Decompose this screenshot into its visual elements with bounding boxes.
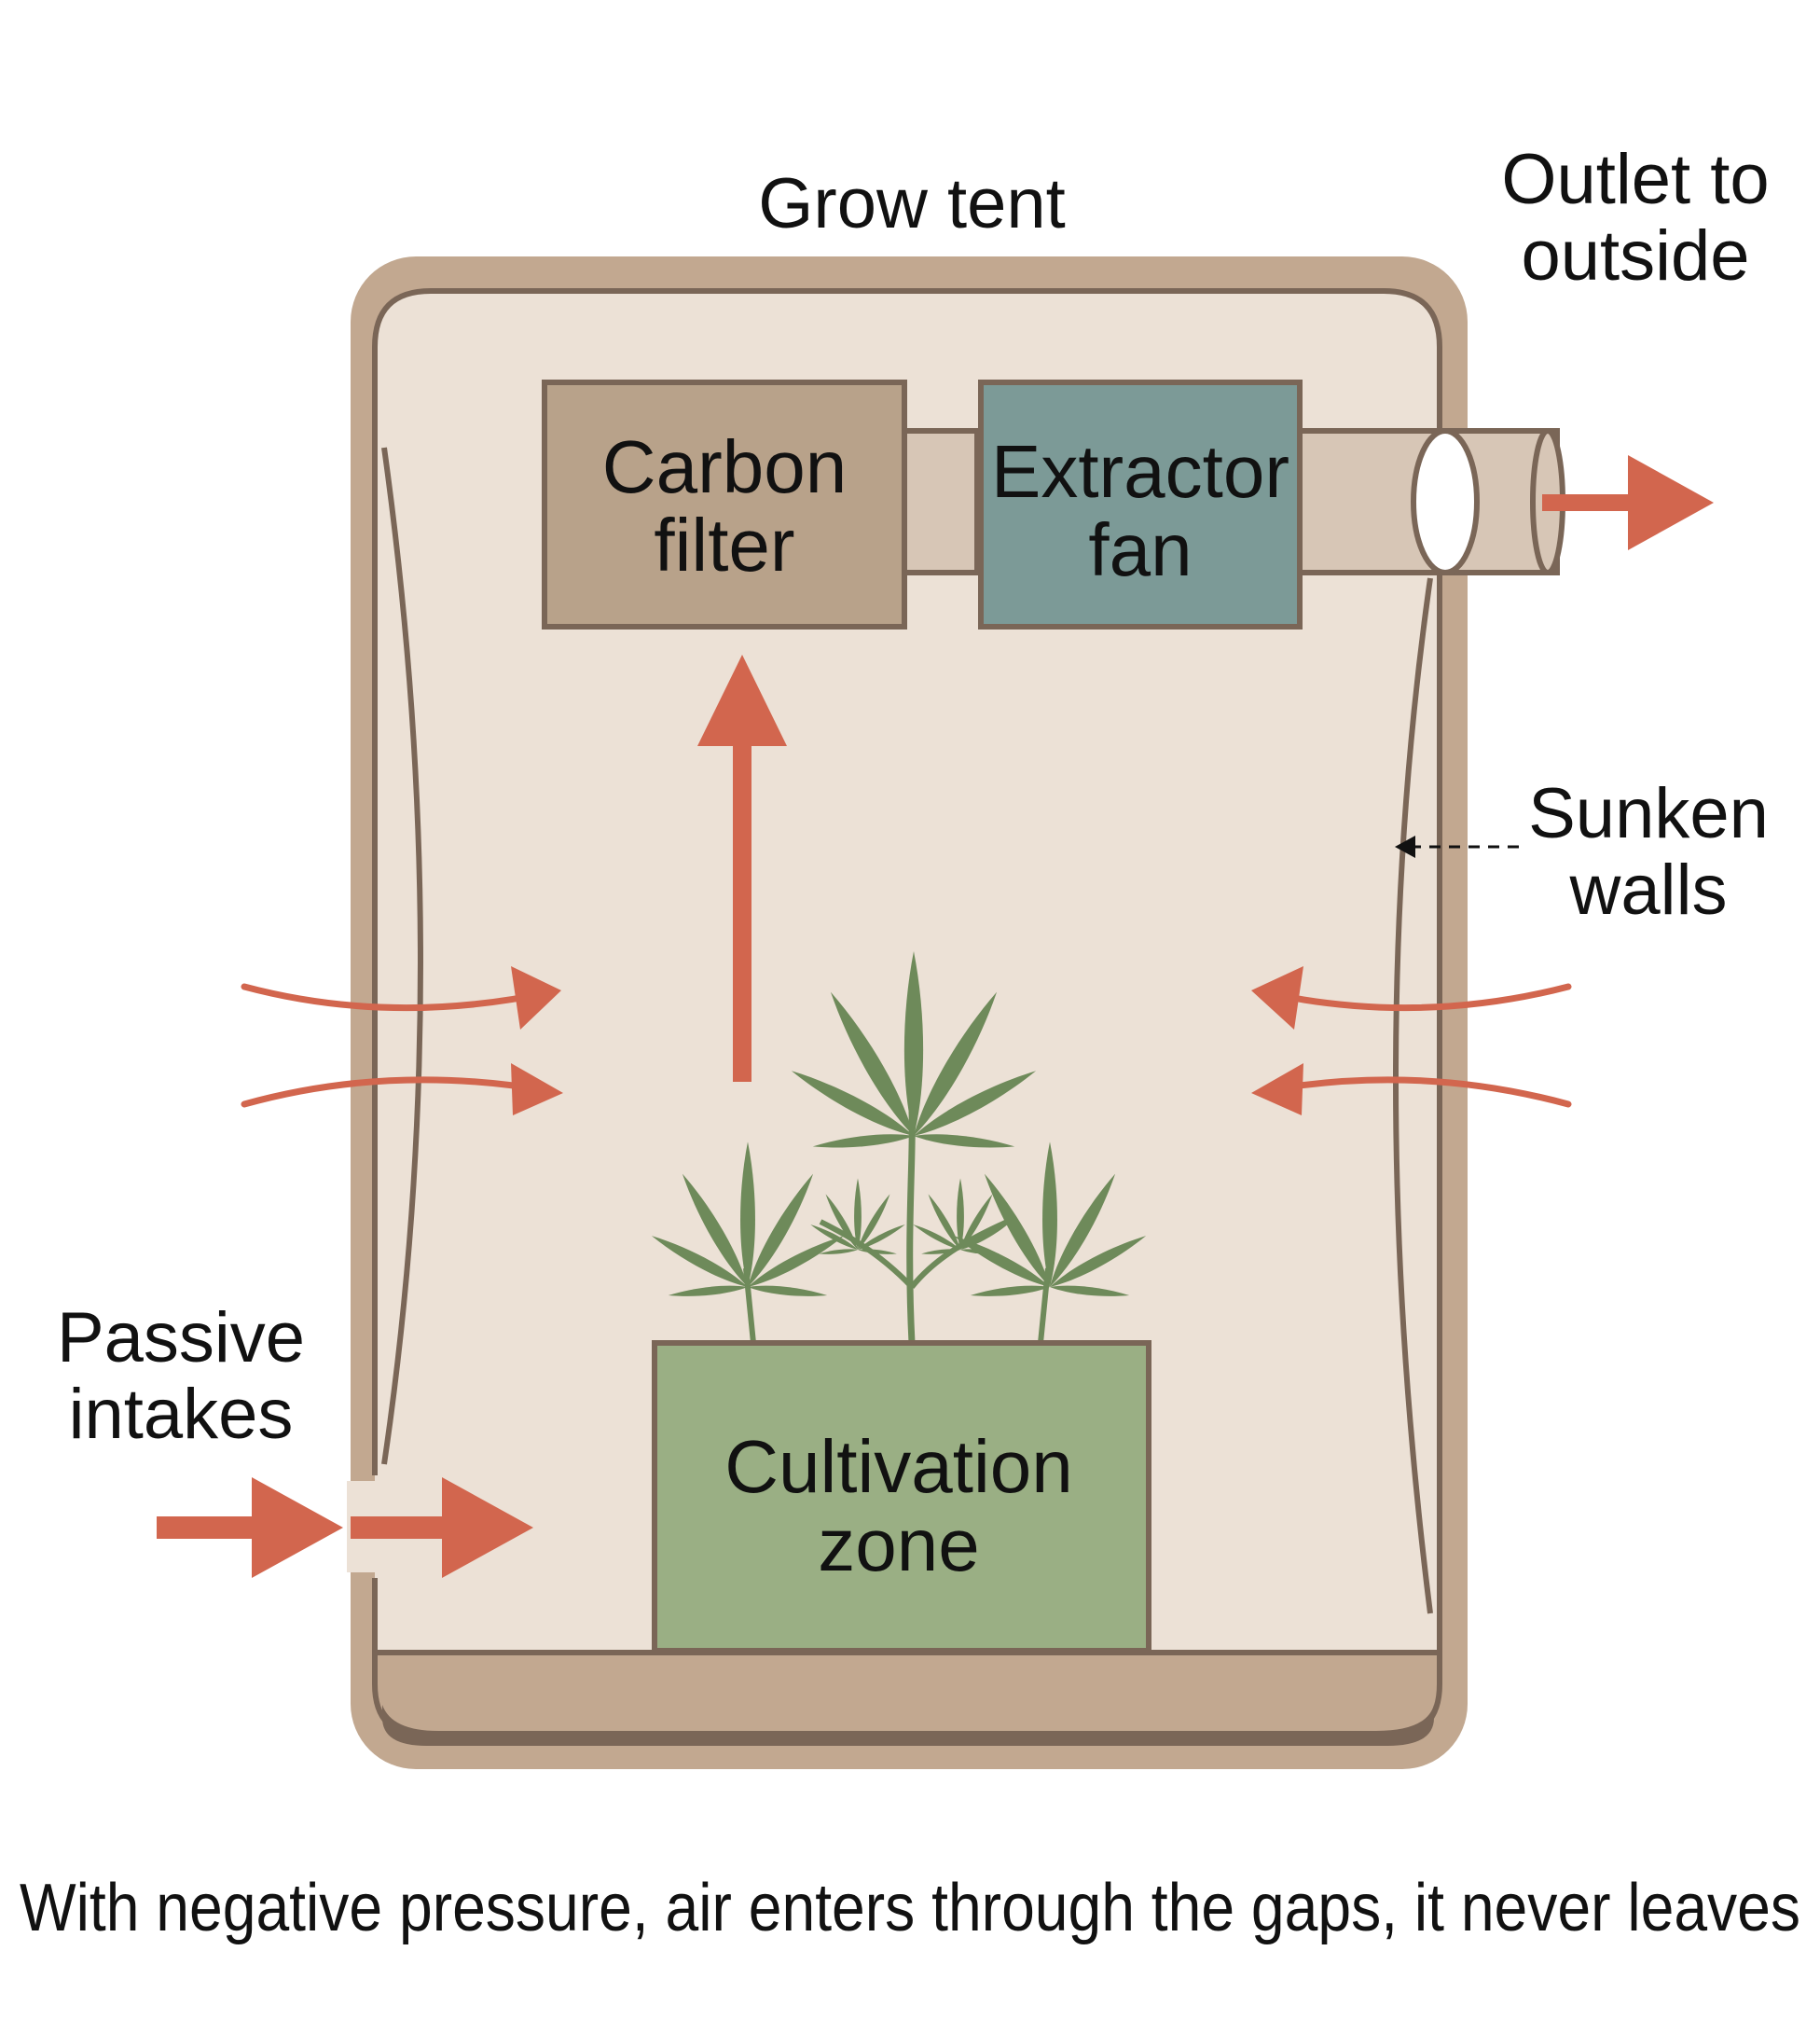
- sunken-walls-label-2: walls: [1569, 851, 1728, 930]
- cultivation-zone-label-2: zone: [818, 1503, 979, 1586]
- wall-port: [1411, 428, 1480, 575]
- upward-airflow-arrow: [697, 655, 787, 1082]
- sunken-walls-pointer-head: [1395, 836, 1415, 858]
- extractor-fan: [978, 380, 1303, 630]
- tent-interior: [372, 288, 1442, 1655]
- left-seep-arrows: [241, 983, 554, 1108]
- extractor-fan-label-2: fan: [1088, 508, 1192, 591]
- carbon-filter: [542, 380, 907, 630]
- tent-title: Grow tent: [758, 164, 1065, 243]
- right-seep-arrowheads: [1251, 966, 1303, 1115]
- caption: With negative pressure, air enters throu…: [20, 1871, 1800, 1945]
- passive-intake-arrow-inside: [351, 1477, 533, 1578]
- outlet-arrow: [1542, 455, 1714, 550]
- tent-floor: [372, 1650, 1442, 1739]
- passive-intakes-label-2: intakes: [69, 1375, 294, 1454]
- outlet-label-1: Outlet to: [1501, 140, 1769, 219]
- passive-intake-arrow-outside: [157, 1477, 343, 1578]
- cultivation-zone: [652, 1340, 1151, 1653]
- cannabis-plants: [649, 951, 1149, 1344]
- passive-intakes-label-1: Passive: [57, 1298, 305, 1377]
- right-seep-arrows: [1261, 983, 1572, 1108]
- carbon-filter-label-2: filter: [654, 504, 794, 587]
- carbon-filter-label-1: Carbon: [602, 425, 847, 508]
- duct-connector: [900, 428, 980, 575]
- extractor-fan-label-1: Extractor: [991, 430, 1289, 513]
- sunken-walls-label-1: Sunken: [1528, 774, 1769, 853]
- left-seep-arrowheads: [511, 966, 563, 1115]
- sunken-wall-left: [381, 447, 423, 1465]
- floor-shadow: [382, 1705, 1434, 1746]
- outlet-label-2: outside: [1521, 216, 1749, 296]
- cultivation-zone-label-1: Cultivation: [724, 1425, 1073, 1508]
